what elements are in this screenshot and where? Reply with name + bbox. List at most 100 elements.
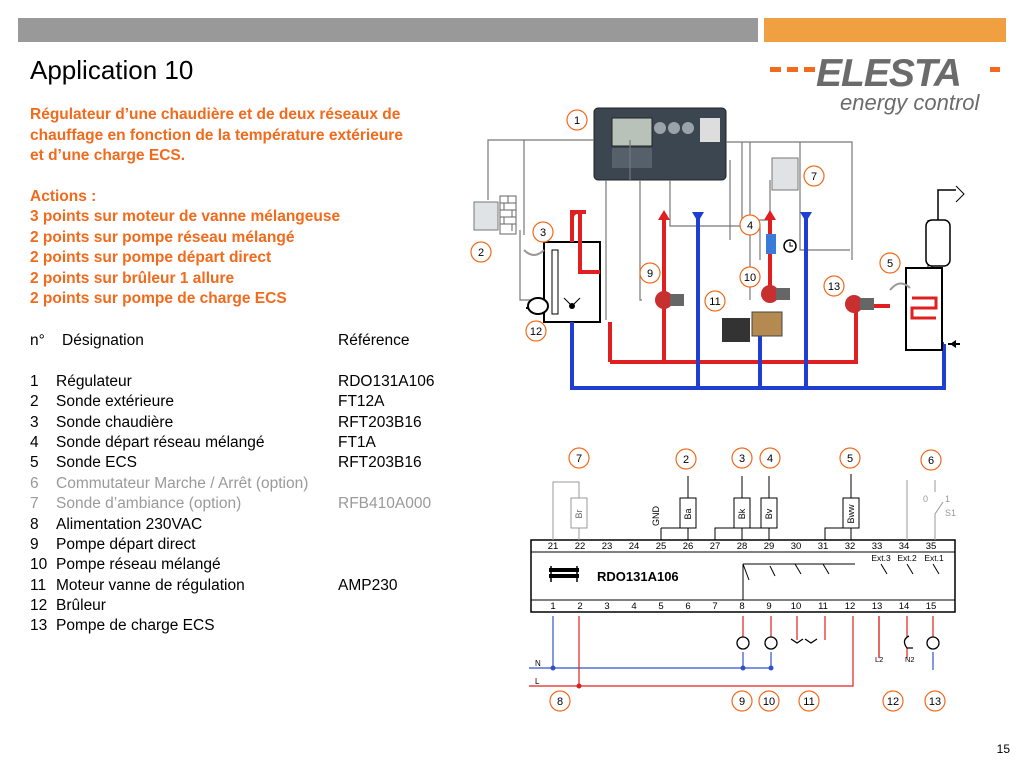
actions-title: Actions : (30, 187, 97, 205)
switch-label-s1: S1 (945, 508, 956, 518)
terminal-number: 26 (683, 541, 694, 552)
col-header-n: n° (30, 332, 45, 349)
table-cell-n: 8 (30, 515, 39, 533)
wiring-callout-2: 2 (675, 448, 697, 470)
action-item: 2 points sur pompe de charge ECS (30, 290, 287, 307)
sensor-label-bww: Bww (846, 504, 856, 524)
line-label-n: N (535, 659, 541, 668)
table-cell-reference: AMP230 (338, 576, 398, 594)
pump-dhw (845, 295, 874, 313)
svg-text:7: 7 (576, 453, 582, 465)
terminal-number: 2 (577, 601, 582, 612)
table-cell-designation: Pompe réseau mélangé (56, 556, 221, 574)
callout-4: 4 (739, 214, 761, 236)
header-bar-orange (764, 18, 1006, 42)
table-cell-designation: Sonde départ réseau mélangé (56, 433, 265, 451)
terminal-number: 33 (872, 541, 883, 552)
callout-1: 1 (566, 109, 588, 131)
svg-text:9: 9 (647, 268, 653, 280)
svg-text:4: 4 (747, 220, 753, 232)
pump-direct (655, 291, 684, 309)
switch-label-0: 0 (923, 494, 928, 504)
callout-9: 9 (639, 262, 661, 284)
controller-model: RDO131A106 (597, 569, 679, 584)
pump-mixed (761, 285, 790, 303)
wiring-callout-10: 10 (758, 690, 780, 712)
svg-text:5: 5 (887, 258, 893, 270)
sensor-label-bv: Bv (764, 508, 774, 519)
action-item: 2 points sur pompe départ direct (30, 249, 272, 266)
table-cell-n: 1 (30, 372, 39, 390)
svg-text:13: 13 (828, 281, 840, 293)
table-cell-designation: Sonde extérieure (56, 393, 175, 411)
table-cell-designation: Brûleur (56, 597, 106, 615)
col-header-reference: Référence (338, 332, 410, 349)
terminal-number: 25 (656, 541, 667, 552)
table-cell-n: 12 (30, 597, 48, 615)
terminal-number: 1 (550, 601, 555, 612)
terminal-number: 30 (791, 541, 802, 552)
terminal-number: 11 (818, 601, 828, 612)
header-bar-grey (18, 18, 758, 42)
terminal-number: 31 (818, 541, 829, 552)
callout-3: 3 (532, 221, 554, 243)
callout-7: 7 (803, 165, 825, 187)
description-line: chauffage en fonction de la température … (30, 126, 403, 144)
svg-text:9: 9 (739, 696, 745, 708)
table-cell-n: 2 (30, 393, 39, 411)
wiring-callout-9: 9 (731, 690, 753, 712)
line-label-l: L (535, 677, 540, 686)
col-header-designation: Désignation (62, 332, 144, 349)
svg-text:12: 12 (530, 326, 542, 338)
svg-text:10: 10 (744, 272, 756, 284)
table-cell-reference: RFT203B16 (338, 454, 422, 472)
terminal-number: 32 (845, 541, 856, 552)
wiring-callout-5: 5 (839, 447, 861, 469)
table-cell-n: 10 (30, 556, 48, 574)
description-line: Régulateur d’une chaudière et de deux ré… (30, 106, 401, 123)
svg-text:2: 2 (683, 454, 689, 466)
svg-text:12: 12 (887, 696, 899, 708)
table-cell-designation: Alimentation 230VAC (56, 515, 203, 533)
svg-text:11: 11 (803, 696, 814, 708)
table-cell-n: 6 (30, 474, 39, 492)
wiring-callout-7: 7 (568, 447, 590, 469)
switch-s1 (906, 480, 944, 540)
svg-text:13: 13 (929, 696, 941, 708)
line-label-l2: L2 (875, 655, 883, 664)
svg-text:4: 4 (767, 453, 773, 465)
callout-13: 13 (823, 275, 845, 297)
logo-brand: ELESTA (816, 52, 961, 95)
callout-12: 12 (525, 320, 547, 342)
table-cell-designation: Régulateur (56, 372, 132, 390)
table-cell-designation: Commutateur Marche / Arrêt (option) (56, 474, 309, 492)
table-cell-reference: FT12A (338, 393, 385, 411)
action-item: 3 points sur moteur de vanne mélangeuse (30, 208, 341, 225)
terminal-number: 7 (712, 601, 717, 612)
page-number: 15 (996, 742, 1010, 756)
terminal-number: 22 (575, 541, 586, 552)
ext-label: Ext.2 (897, 553, 917, 563)
callout-11: 11 (704, 290, 726, 312)
svg-text:11: 11 (709, 296, 720, 308)
svg-text:7: 7 (811, 171, 817, 183)
table-cell-designation: Pompe départ direct (56, 535, 196, 553)
sensor-label-gnd: GND (651, 506, 661, 527)
svg-text:2: 2 (478, 247, 484, 259)
logo-tagline: energy control (840, 90, 981, 115)
wiring-callout-11: 11 (798, 690, 820, 712)
table-cell-designation: Pompe de charge ECS (56, 617, 215, 635)
ext-label: Ext.1 (924, 553, 944, 563)
description-block: Régulateur d’une chaudière et de deux ré… (30, 105, 450, 310)
sensor-label-ba: Ba (683, 508, 693, 519)
terminal-number: 21 (548, 541, 559, 552)
terminal-number: 10 (791, 601, 802, 612)
table-cell-n: 3 (30, 413, 39, 431)
wiring-callout-6: 6 (920, 449, 942, 471)
terminal-number: 34 (899, 541, 910, 552)
ext-label: Ext.3 (871, 553, 891, 563)
description-line: et d’une charge ECS. (30, 147, 186, 164)
table-cell-n: 9 (30, 535, 39, 553)
table-cell-reference: FT1A (338, 433, 376, 451)
